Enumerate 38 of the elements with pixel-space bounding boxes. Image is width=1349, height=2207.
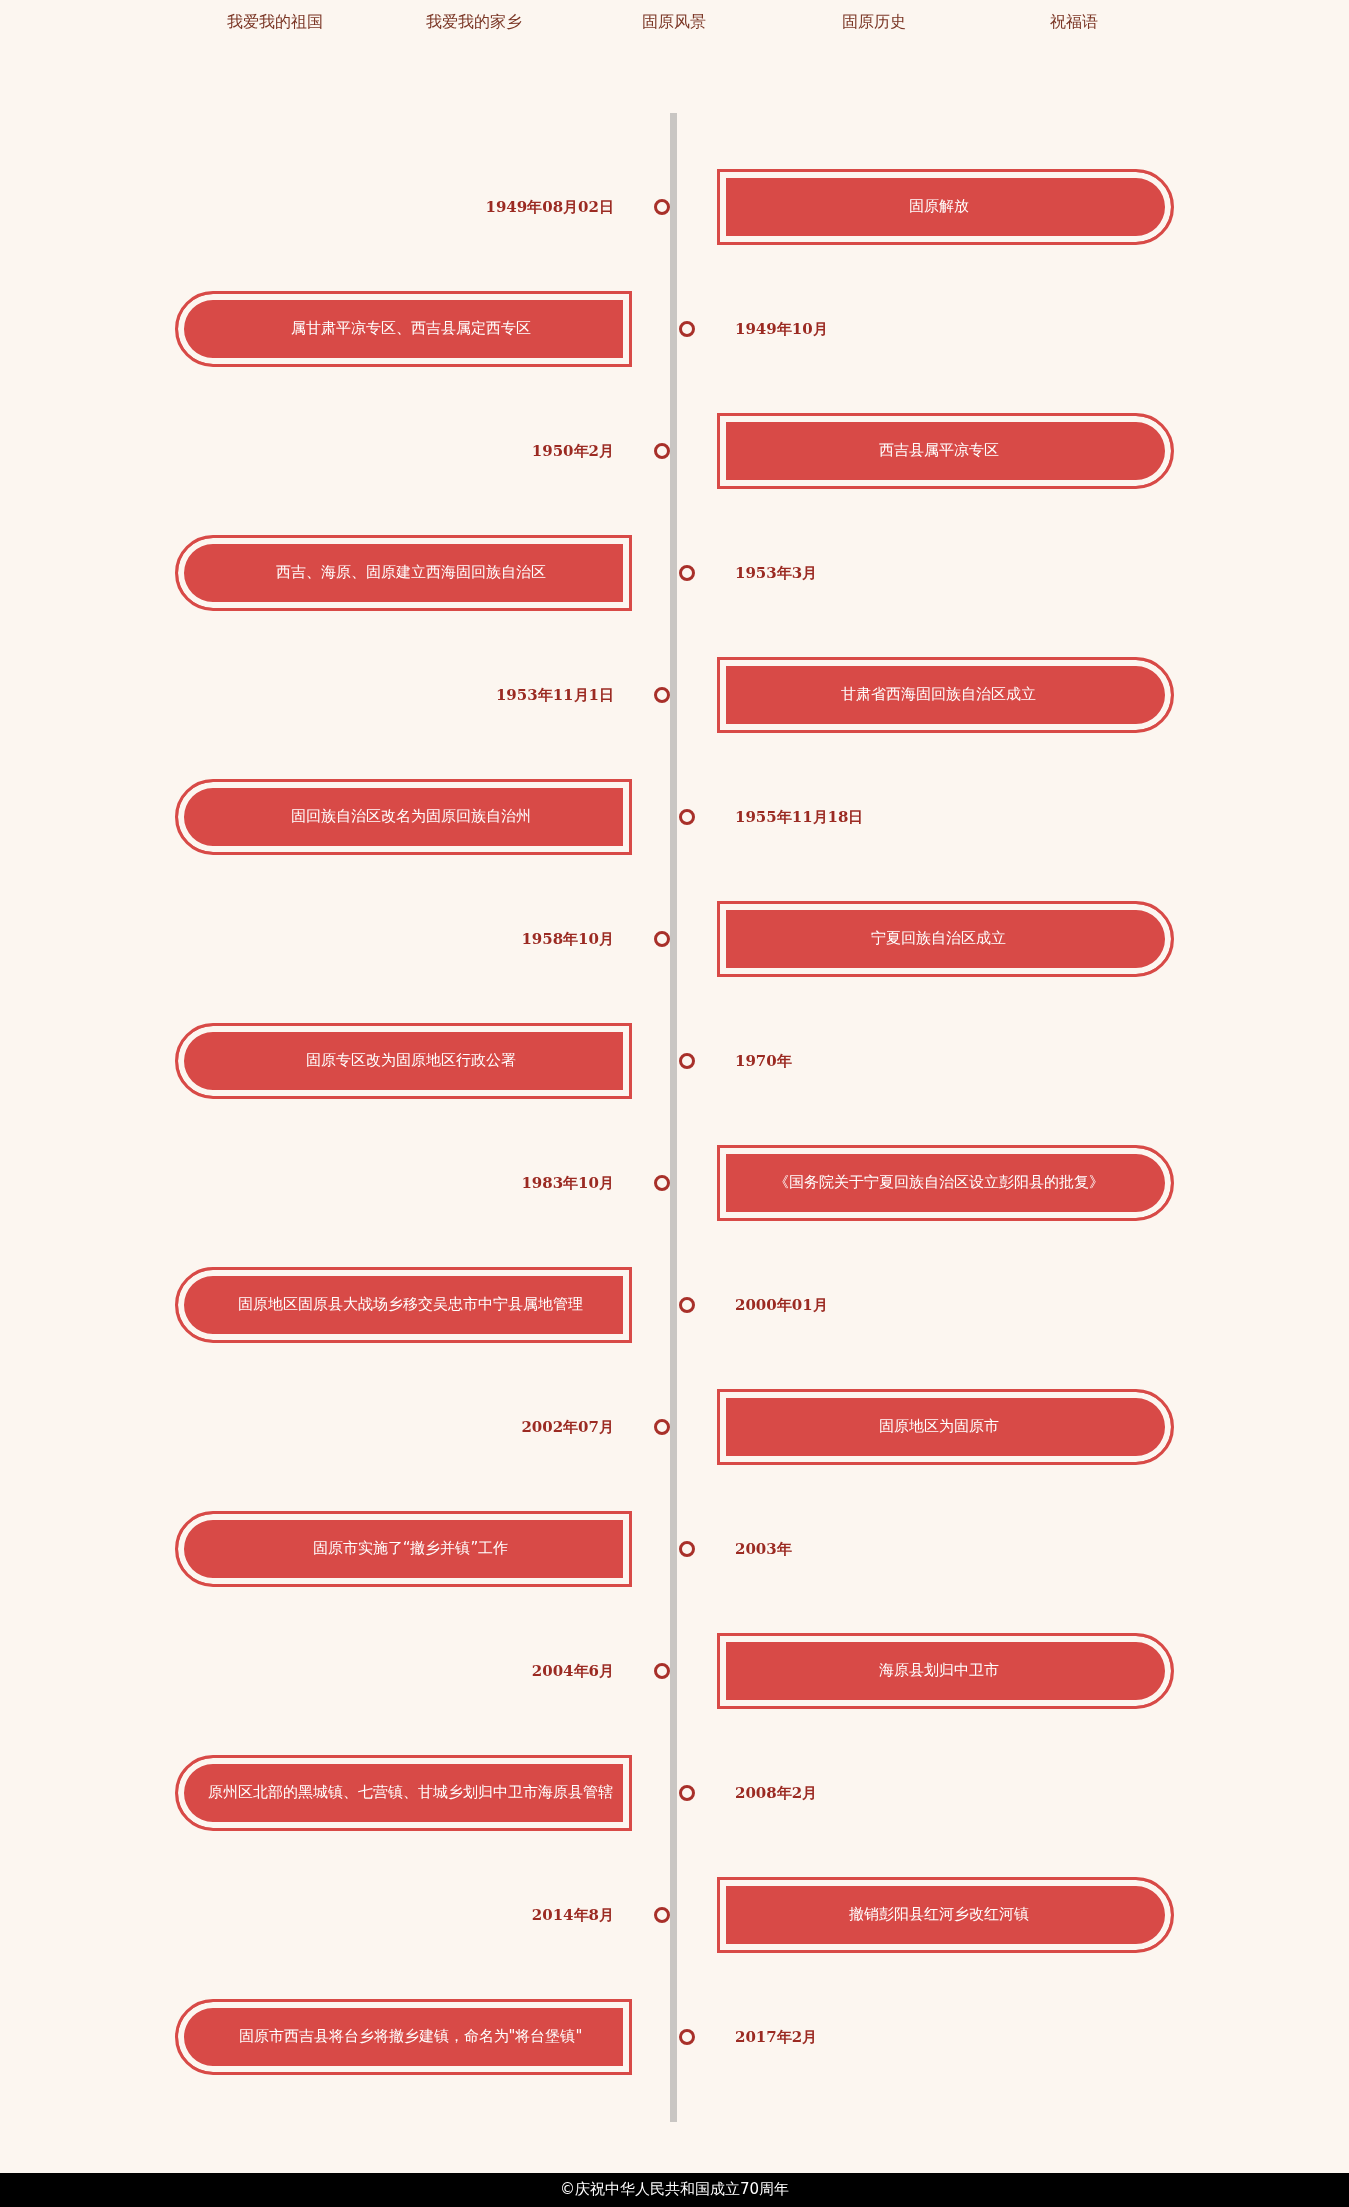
date-label: 2008年2月 [735,1783,818,1803]
date-label: 1950年2月 [531,441,614,461]
date-label: 2014年8月 [531,1905,614,1925]
footer-text: ©庆祝中华人民共和国成立70周年 [559,2180,790,2199]
date-label: 2000年01月 [735,1295,828,1315]
date-label: 2017年2月 [735,2027,818,2047]
nav-link: 祝福语 [1050,12,1098,33]
date-label: 2002年07月 [521,1417,614,1437]
event-box: 固回族自治区改名为固原回族自治州 [175,779,632,855]
event-box: 固原市实施了“撤乡并镇”工作 [175,1511,632,1587]
date-label: 1955年11月18日 [735,807,864,827]
nav-link: 我爱我的祖国 [227,12,323,33]
event-box: 固原市西吉县将台乡将撤乡建镇，命名为"将台堡镇" [175,1999,632,2075]
event-box: 甘肃省西海固回族自治区成立 [717,657,1174,733]
date-label: 1958年10月 [521,929,614,949]
nav-link: 我爱我的家乡 [426,12,522,33]
event-box: 原州区北部的黑城镇、七营镇、甘城乡划归中卫市海原县管辖 [175,1755,632,1831]
date-label: 1949年10月 [735,319,828,339]
nav-link: 固原历史 [842,12,906,33]
date-label: 1953年11月1日 [495,685,614,705]
event-box: 西吉县属平凉专区 [717,413,1174,489]
date-label: 2004年6月 [531,1661,614,1681]
event-box: 固原专区改为固原地区行政公署 [175,1023,632,1099]
event-box: 属甘肃平凉专区、西吉县属定西专区 [175,291,632,367]
event-box: 撤销彭阳县红河乡改红河镇 [717,1877,1174,1953]
event-box: 固原解放 [717,169,1174,245]
nav-link: 固原风景 [642,12,706,33]
event-box: 固原地区固原县大战场乡移交吴忠市中宁县属地管理 [175,1267,632,1343]
date-label: 1949年08月02日 [485,197,614,217]
date-label: 1953年3月 [735,563,818,583]
event-box: 宁夏回族自治区成立 [717,901,1174,977]
date-label: 1983年10月 [521,1173,614,1193]
date-label: 2003年 [735,1539,792,1559]
event-box: 海原县划归中卫市 [717,1633,1174,1709]
event-box: 《国务院关于宁夏回族自治区设立彭阳县的批复》 [717,1145,1174,1221]
event-box: 固原地区为固原市 [717,1389,1174,1465]
date-label: 1970年 [735,1051,792,1071]
event-box: 西吉、海原、固原建立西海固回族自治区 [175,535,632,611]
